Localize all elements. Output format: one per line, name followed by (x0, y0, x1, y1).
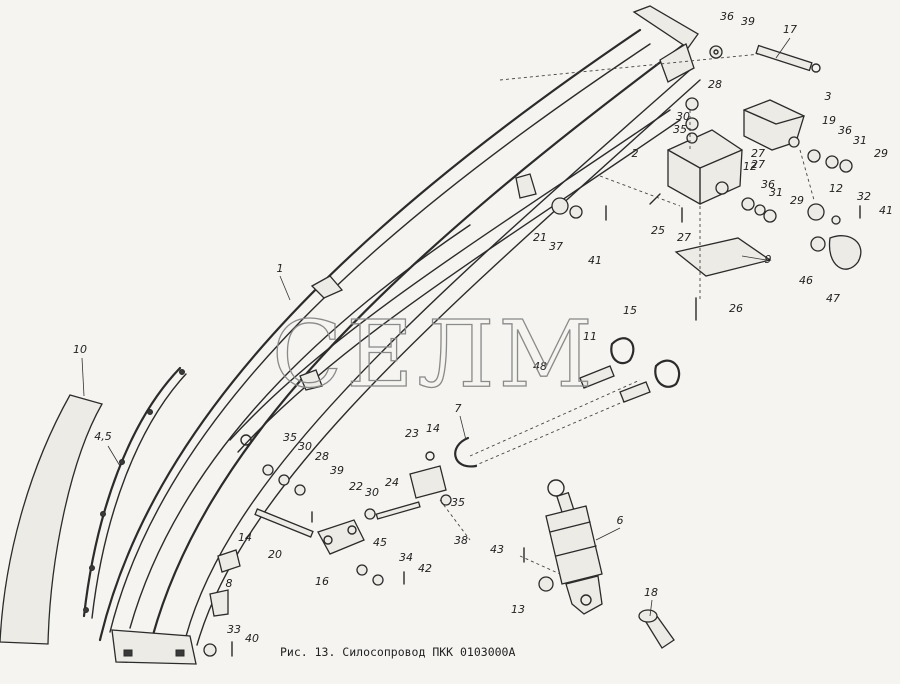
callout-c31a: 31 (853, 134, 867, 147)
callout-c1: 1 (277, 262, 284, 275)
fasteners (203, 45, 862, 657)
callout-c19: 19 (822, 114, 836, 127)
callout-c41b: 41 (588, 254, 602, 267)
callout-c2: 2 (632, 147, 639, 160)
callout-c35c: 35 (451, 496, 465, 509)
callout-c35b: 35 (283, 431, 297, 444)
hinge-group (209, 451, 675, 649)
callout-c27a: 27 (751, 147, 765, 160)
callout-c15: 15 (623, 304, 637, 317)
callout-c29a: 29 (874, 147, 888, 160)
callout-c26: 26 (729, 302, 743, 315)
watermark: СЕЛМ (272, 301, 597, 408)
figure-caption: Рис. 13. Силосопровод ПКК 0103000А (280, 645, 515, 659)
callout-c12b: 12 (829, 182, 843, 195)
callout-c18: 18 (644, 586, 658, 599)
callout-c22: 22 (349, 480, 363, 493)
callout-c23: 23 (405, 427, 419, 440)
callout-c6: 6 (617, 514, 624, 527)
callout-c43: 43 (490, 543, 504, 556)
callout-c45a: 4,5 (94, 430, 112, 443)
callout-c11: 11 (583, 330, 597, 343)
callout-c9: 9 (765, 253, 772, 266)
callout-c48: 48 (533, 360, 547, 373)
callout-c10: 10 (73, 343, 87, 356)
callout-c40: 40 (245, 632, 259, 645)
callout-c7: 7 (455, 402, 462, 415)
callout-c27b: 27 (751, 158, 765, 171)
callout-c21: 21 (533, 231, 547, 244)
callout-c14: 14 (426, 422, 440, 435)
callout-c12a: 12 (743, 160, 757, 173)
rope-and-hook (454, 337, 681, 468)
callout-c8: 8 (226, 577, 233, 590)
callout-c30b: 30 (298, 440, 312, 453)
callout-c45b: 45 (373, 536, 387, 549)
callout-c34: 34 (399, 551, 413, 564)
callout-c31b: 31 (769, 186, 783, 199)
upper-bracket-assembly (667, 44, 821, 277)
callout-c20: 20 (268, 548, 282, 561)
callout-c28a: 28 (708, 78, 722, 91)
assembly-axis-lines (439, 53, 815, 575)
guide-strip (82, 366, 187, 619)
hydraulic-cylinder (545, 479, 603, 615)
callout-c37: 37 (549, 240, 563, 253)
callout-c35a: 35 (673, 123, 687, 136)
callout-c30c: 30 (365, 486, 379, 499)
callout-c3: 3 (825, 90, 832, 103)
callout-c33: 33 (227, 623, 241, 636)
callout-c16: 16 (315, 575, 329, 588)
callout-c13: 13 (511, 603, 525, 616)
callout-c17: 17 (783, 23, 797, 36)
callout-c36a: 36 (720, 10, 734, 23)
callout-c39a: 39 (741, 15, 755, 28)
callout-c27c: 27 (677, 231, 691, 244)
cover-plate (0, 394, 103, 645)
callout-c47: 47 (826, 292, 840, 305)
callout-c24: 24 (385, 476, 399, 489)
callout-c41a: 41 (879, 204, 893, 217)
leader-lines (81, 37, 791, 617)
callout-c32: 32 (857, 190, 871, 203)
callout-c36b: 36 (838, 124, 852, 137)
callout-c29b: 29 (790, 194, 804, 207)
callout-c25: 25 (651, 224, 665, 237)
main-spout-tube (98, 5, 701, 665)
callout-c14b: 14 (238, 531, 252, 544)
callout-c46: 46 (799, 274, 813, 287)
callout-c38: 38 (454, 534, 468, 547)
callout-c42: 42 (418, 562, 432, 575)
callout-c28b: 28 (315, 450, 329, 463)
callout-c36c: 36 (761, 178, 775, 191)
callout-c30a: 30 (676, 110, 690, 123)
callout-c39b: 39 (330, 464, 344, 477)
